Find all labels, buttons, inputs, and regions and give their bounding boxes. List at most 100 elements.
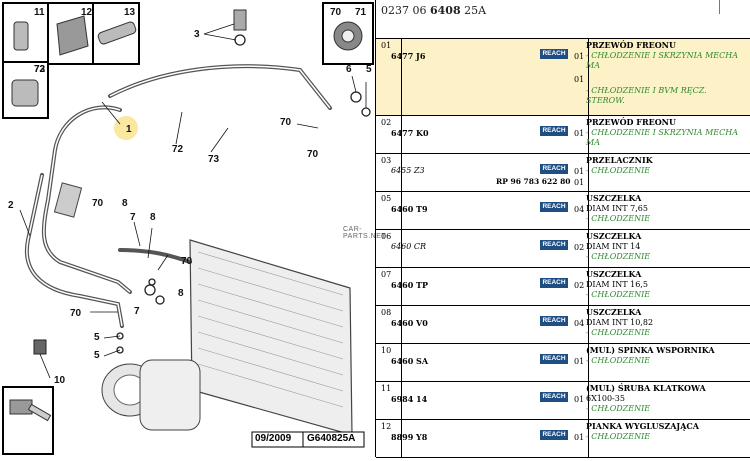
callout-70[interactable]: 70 — [307, 149, 319, 160]
reach-badge: REACH — [540, 49, 568, 59]
reach-badge: REACH — [540, 164, 568, 174]
part-title: PRZELACZNIK — [586, 155, 653, 165]
condenser[interactable] — [189, 239, 353, 436]
callout-7[interactable]: 7 — [130, 212, 136, 223]
callout-8[interactable]: 8 — [178, 288, 184, 299]
reach-badge: REACH — [540, 202, 568, 212]
callout-8[interactable]: 8 — [122, 198, 128, 209]
muffler[interactable] — [53, 182, 83, 218]
part-application: - CHŁODZENIE I BVM RĘCZ. STEROW. — [586, 85, 707, 106]
part-spec: DIAM INT 7,65 — [586, 203, 648, 213]
part-spec: 6X100-35 — [586, 393, 625, 403]
callout-10[interactable]: 10 — [54, 375, 66, 386]
part-position: 02 — [381, 118, 392, 127]
part-position: 12 — [381, 422, 392, 431]
callout-11[interactable]: 11 — [34, 7, 45, 18]
clip-10[interactable] — [33, 339, 47, 355]
callout-70[interactable]: 70 — [70, 308, 82, 319]
callout-8[interactable]: 8 — [150, 212, 156, 223]
pipe-condenser-link[interactable] — [118, 248, 192, 264]
callout-73[interactable]: 73 — [34, 64, 46, 75]
part-code[interactable]: 6460 SA — [391, 356, 429, 366]
part-code[interactable]: 6460 TP — [391, 280, 429, 290]
o-ring-8a[interactable] — [144, 284, 156, 296]
callout-70[interactable]: 70 — [330, 7, 342, 18]
o-ring-8b[interactable] — [155, 295, 165, 305]
pressure-switch[interactable] — [233, 9, 247, 31]
part-title: (MUL) ŚRUBA KLATKOWA — [586, 383, 706, 393]
clip-icon — [13, 21, 29, 51]
part-code[interactable]: 6455 Z3 — [391, 166, 425, 175]
callout-5[interactable]: 5 — [94, 350, 100, 361]
callout-72[interactable]: 72 — [34, 64, 46, 75]
callout-72[interactable]: 72 — [172, 144, 184, 155]
part-code[interactable]: 6477 K0 — [391, 128, 429, 138]
part-position: 08 — [381, 308, 392, 317]
inset-73[interactable] — [2, 386, 54, 455]
callout-1[interactable]: 1 — [126, 124, 132, 135]
callout-71[interactable]: 71 — [355, 7, 367, 18]
part-application: - CHŁODZENIE — [586, 328, 651, 337]
stamp-box — [251, 431, 365, 448]
o-ring-6[interactable] — [350, 91, 362, 103]
compressor[interactable] — [101, 359, 201, 431]
o-ring-7[interactable] — [148, 278, 156, 286]
callout-5[interactable]: 5 — [94, 332, 100, 343]
reach-badge: REACH — [540, 316, 568, 326]
part-quantity-2: 01 — [574, 75, 585, 84]
callout-2[interactable]: 2 — [8, 200, 14, 211]
reach-badge: REACH — [540, 126, 568, 136]
part-position: 01 — [381, 41, 392, 50]
part-quantity: 02 — [574, 281, 585, 290]
callout-70[interactable]: 70 — [280, 117, 292, 128]
callout-12[interactable]: 12 — [81, 7, 93, 18]
part-description: (MUL) SPINKA WSPORNIKA- CHŁODZENIE — [586, 345, 746, 366]
pipe-1-upper[interactable] — [108, 64, 332, 110]
stamp-code: G640825A — [307, 433, 356, 444]
callout-73[interactable]: 73 — [208, 154, 220, 165]
part-spec: DIAM INT 10,82 — [586, 317, 654, 327]
o-ring-5b[interactable] — [116, 346, 124, 354]
o-ring-3[interactable] — [234, 34, 246, 46]
callout-5[interactable]: 5 — [366, 64, 372, 75]
callout-3[interactable]: 3 — [194, 29, 200, 40]
callout-7[interactable]: 7 — [134, 306, 140, 317]
o-ring-5-top[interactable] — [361, 107, 371, 117]
callout-70[interactable]: 70 — [181, 256, 193, 267]
callout-6[interactable]: 6 — [346, 64, 352, 75]
part-title: USZCZELKA — [586, 269, 642, 279]
part-note: RP 96 783 622 80 — [496, 177, 571, 186]
part-application: - CHŁODZENIE I SKRZYNIA MECHA MA — [586, 50, 739, 71]
part-position: 05 — [381, 194, 392, 203]
part-code[interactable]: 6477 J6 — [391, 51, 426, 61]
part-quantity: 01 — [574, 52, 585, 61]
part-code[interactable]: 8899 Y8 — [391, 432, 428, 442]
part-code[interactable]: 6460 T9 — [391, 204, 428, 214]
callout-13[interactable]: 13 — [124, 7, 136, 18]
part-application: - CHŁODZENIE — [586, 404, 651, 413]
callout-70[interactable]: 70 — [92, 198, 104, 209]
part-code[interactable]: 6460 V0 — [391, 318, 428, 328]
part-title: PIANKA WYGLUSZAJĄCA — [586, 421, 699, 431]
part-code[interactable]: 6460 CR — [391, 242, 427, 251]
foam-pad-icon — [56, 15, 89, 56]
part-spec: DIAM INT 14 — [586, 241, 641, 251]
reach-badge: REACH — [540, 354, 568, 364]
part-position: 11 — [381, 384, 392, 393]
part-application: - CHŁODZENIE — [586, 252, 651, 261]
reach-badge: REACH — [540, 240, 568, 250]
part-code[interactable]: 6984 14 — [391, 394, 428, 404]
